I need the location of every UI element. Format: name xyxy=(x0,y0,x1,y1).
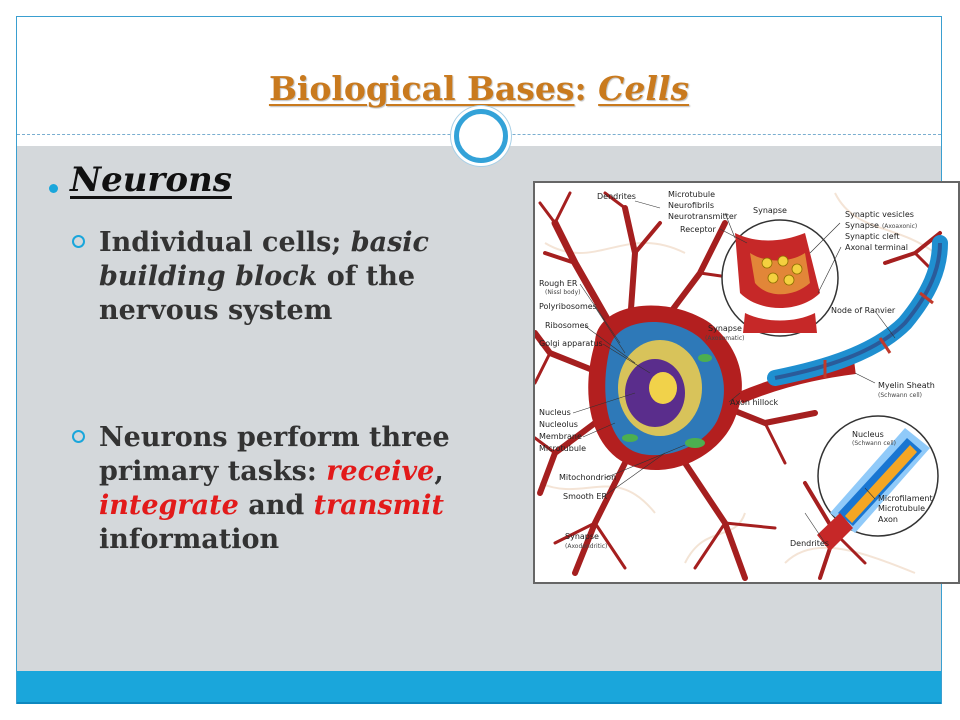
word-receive: receive xyxy=(326,456,435,487)
label-synapse-axodendritic: Synapse xyxy=(565,532,599,541)
label-receptor: Receptor xyxy=(680,225,717,234)
label-golgi: Golgi apparatus xyxy=(539,339,603,348)
neuron-diagram: Dendrites Microtubule Neurofibrils Neuro… xyxy=(533,181,960,584)
label-microtubule-3: Microtubule xyxy=(878,504,925,513)
mitochondria xyxy=(622,354,712,448)
section-heading: Neurons xyxy=(70,160,232,200)
word-transmit: transmit xyxy=(313,490,444,521)
label-axosomatic-note: (Axosomatic) xyxy=(705,335,744,342)
label-synaptic-cleft: Synaptic cleft xyxy=(845,232,900,241)
label-dendrites-bottom: Dendrites xyxy=(790,539,829,548)
nucleolus-shape xyxy=(649,372,677,404)
b1-emphasis: basic building block xyxy=(99,227,429,292)
b1-part-3: of the nervous system xyxy=(99,261,416,326)
sub-bullet-2: Neurons perform three primary tasks: rec… xyxy=(72,421,532,557)
footer-line xyxy=(17,702,941,704)
label-myelin-sheath: Myelin Sheath xyxy=(878,381,935,390)
slide-title: Biological Bases: Cells xyxy=(17,69,941,108)
footer-bar xyxy=(17,671,941,703)
label-microtubule: Microtubule xyxy=(668,190,715,199)
label-microtubule-2: Microtubule xyxy=(539,444,586,453)
label-axonal-terminal: Axonal terminal xyxy=(845,243,908,252)
label-smooth-er: Smooth ER xyxy=(563,492,607,501)
bullet-dot-icon xyxy=(49,184,58,193)
ring-bullet-icon xyxy=(72,235,85,248)
title-part-2: Cells xyxy=(598,69,690,108)
b2-and: and xyxy=(238,490,314,521)
diagram-labels: Dendrites Microtubule Neurofibrils Neuro… xyxy=(539,190,935,550)
label-neurotransmitter: Neurotransmitter xyxy=(668,212,738,221)
label-schwann-note: (Schwann cell) xyxy=(878,392,922,399)
label-synaptic-vesicles: Synaptic vesicles xyxy=(845,210,914,219)
title-separator: : xyxy=(574,69,599,108)
label-nucleus: Nucleus xyxy=(539,408,571,417)
label-rough-er: Rough ER xyxy=(539,279,578,288)
label-axon: Axon xyxy=(878,515,898,524)
sub-bullet-1-text: Individual cells; basic building block o… xyxy=(99,226,532,328)
dendrite-branches xyxy=(535,191,942,581)
label-membrane: Membrane xyxy=(539,432,582,441)
label-schwann-note-2: (Schwann cell) xyxy=(852,440,896,447)
label-synapse-axoaxonic: Synapse(Axoaxonic) xyxy=(845,221,917,230)
label-synapse: Synapse xyxy=(753,206,787,215)
b1-part-1: Individual cells; xyxy=(99,227,351,258)
label-microfilament: Microfilament xyxy=(878,494,933,503)
b2-comma: , xyxy=(434,456,444,487)
label-ribosomes: Ribosomes xyxy=(545,321,589,330)
label-mitochondrion: Mitochondrion xyxy=(559,473,616,482)
neuron-illustration: Dendrites Microtubule Neurofibrils Neuro… xyxy=(535,183,958,582)
label-dendrites: Dendrites xyxy=(597,192,636,201)
label-nissl-note: (Nissl body) xyxy=(545,289,581,296)
b2-part-1: Neurons perform three primary tasks: xyxy=(99,422,450,487)
ring-bullet-icon xyxy=(72,430,85,443)
title-part-1: Biological Bases xyxy=(268,69,575,108)
leader-lines xyxy=(572,200,896,544)
label-node-of-ranvier: Node of Ranvier xyxy=(831,306,896,315)
label-nucleolus: Nucleolus xyxy=(539,420,578,429)
label-axon-hillock: Axon hillock xyxy=(730,398,779,407)
label-nucleus-schwann: Nucleus xyxy=(852,430,884,439)
sub-bullet-2-text: Neurons perform three primary tasks: rec… xyxy=(99,421,532,557)
b2-part-2: information xyxy=(99,524,280,555)
label-neurofibrils: Neurofibrils xyxy=(668,201,714,210)
label-axodendritic-note: (Axodendritic) xyxy=(565,543,607,550)
word-integrate: integrate xyxy=(99,490,239,521)
label-polyribosomes: Polyribosomes xyxy=(539,302,597,311)
divider-ring-ornament xyxy=(454,109,508,163)
sub-bullet-1: Individual cells; basic building block o… xyxy=(72,226,532,328)
label-synapse-axosomatic: Synapse xyxy=(708,324,742,333)
